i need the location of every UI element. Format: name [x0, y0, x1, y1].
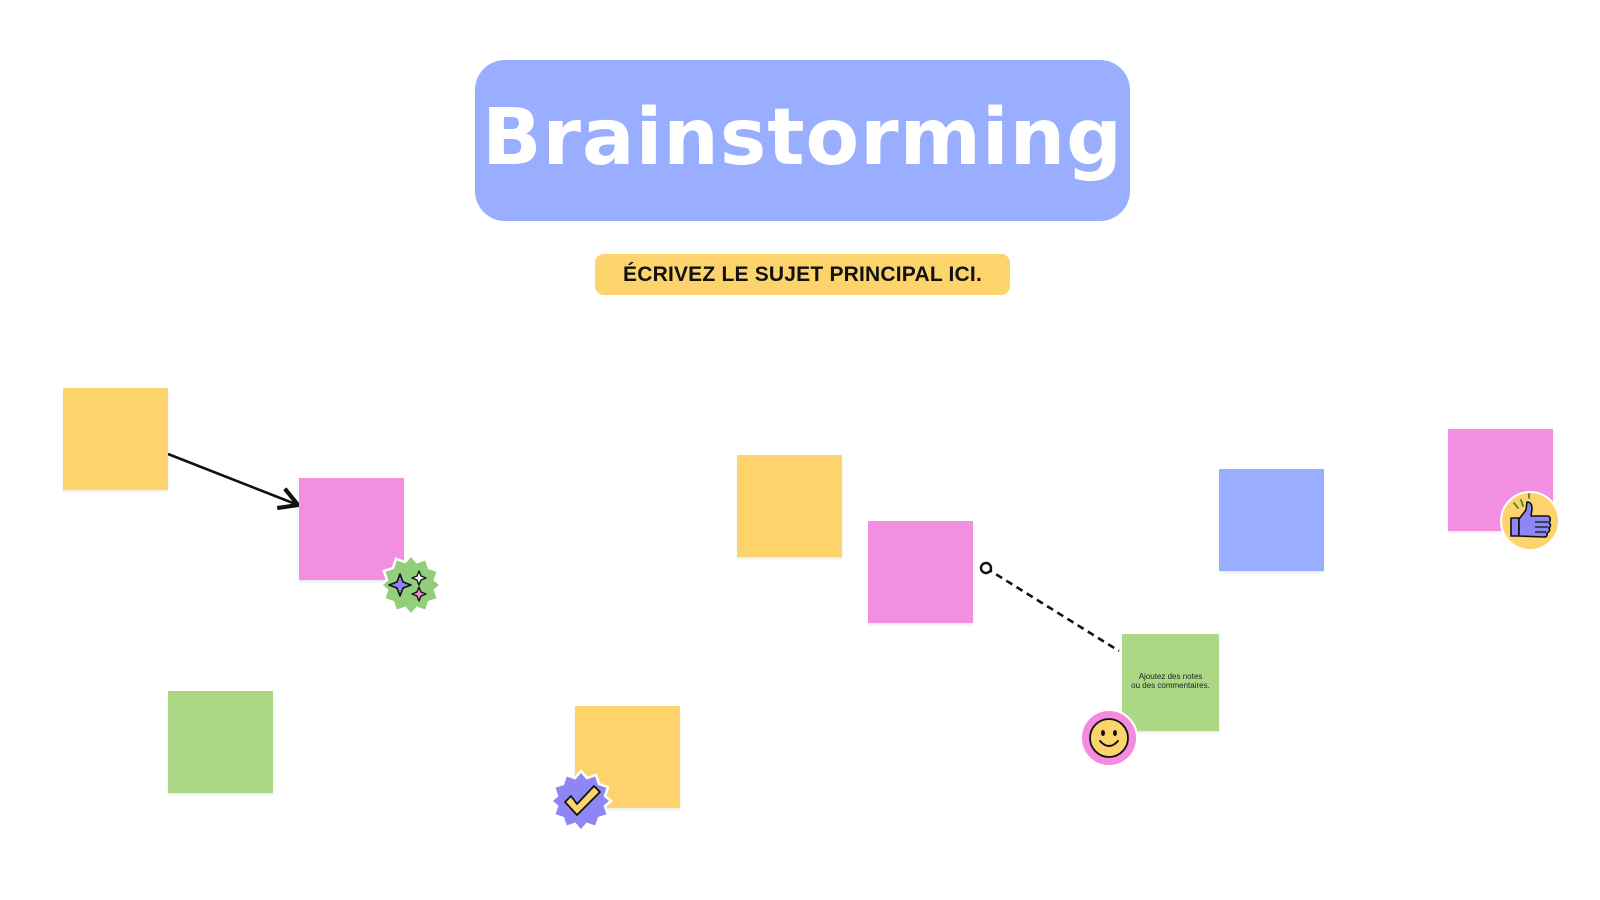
sparkles-icon[interactable]	[378, 552, 444, 618]
sticky-note-blue[interactable]	[1219, 469, 1324, 571]
sticky-note-green[interactable]	[168, 691, 273, 793]
page-subtitle: ÉCRIVEZ LE SUJET PRINCIPAL ICI.	[623, 262, 982, 286]
sticky-note-yellow[interactable]	[737, 455, 842, 557]
checkmark-icon[interactable]	[548, 768, 614, 834]
sticky-note-pink[interactable]	[868, 521, 973, 623]
arrow-connector[interactable]	[167, 452, 302, 511]
thumbs-up-icon[interactable]	[1499, 490, 1561, 552]
dashed-connector[interactable]	[985, 566, 1120, 653]
smiley-face-icon[interactable]	[1079, 708, 1139, 768]
title-banner[interactable]: Brainstorming	[475, 60, 1130, 221]
sticky-note-pink[interactable]	[299, 478, 404, 580]
note-comment-text: Ajoutez des notes ou des commentaires.	[1131, 672, 1210, 690]
subtitle-banner[interactable]: ÉCRIVEZ LE SUJET PRINCIPAL ICI.	[595, 254, 1010, 295]
page-title: Brainstorming	[482, 92, 1123, 183]
sticky-note-yellow[interactable]	[63, 388, 168, 490]
connector-endpoint[interactable]	[979, 561, 993, 575]
sticky-note-green[interactable]: Ajoutez des notes ou des commentaires.	[1122, 634, 1219, 731]
